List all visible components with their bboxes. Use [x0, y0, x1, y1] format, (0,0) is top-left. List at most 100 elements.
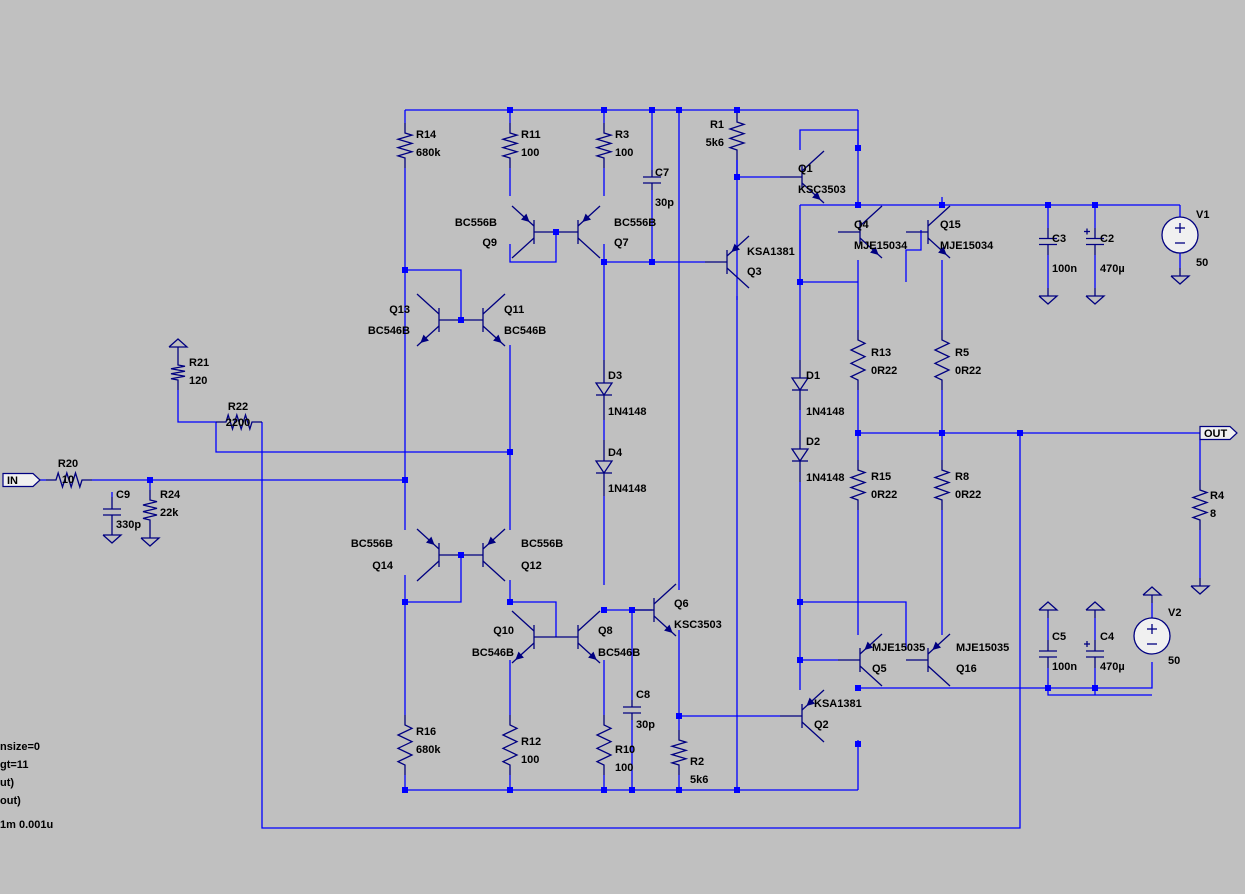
- transistor-q8[interactable]: [556, 610, 601, 664]
- capacitor-c5[interactable]: [1039, 640, 1057, 668]
- resistor-r1[interactable]: [727, 112, 747, 160]
- collector-lead: [511, 610, 535, 632]
- capacitor-c3[interactable]: [1039, 228, 1057, 255]
- transistor-q15[interactable]: [906, 205, 951, 259]
- emitter-arrow: [425, 536, 435, 545]
- emitter-lead: [927, 633, 951, 655]
- diode-d2[interactable]: [790, 430, 810, 482]
- directive-line[interactable]: ut): [0, 777, 15, 789]
- ground-symbol[interactable]: [1038, 601, 1059, 618]
- wire[interactable]: [509, 232, 557, 263]
- wire[interactable]: [800, 601, 907, 650]
- resistor-r8[interactable]: [933, 460, 951, 510]
- transistor-q10[interactable]: [511, 610, 556, 664]
- junction-dot: [1045, 202, 1051, 208]
- wire[interactable]: [405, 269, 462, 320]
- emitter-arrow: [932, 641, 942, 650]
- directive-line[interactable]: out): [0, 795, 21, 807]
- capacitor-c7[interactable]: [643, 170, 661, 190]
- wire[interactable]: [736, 160, 780, 178]
- wire[interactable]: [215, 422, 510, 453]
- ground-symbol[interactable]: [1190, 578, 1211, 595]
- directive-line[interactable]: nsize=0: [0, 741, 41, 753]
- transistor-q11[interactable]: [461, 293, 506, 347]
- value-r12: 100: [521, 754, 539, 766]
- ground-symbol[interactable]: [1085, 288, 1106, 305]
- junction-dot: [855, 145, 861, 151]
- resistor-r2[interactable]: [669, 730, 689, 775]
- transistor-q13[interactable]: [416, 293, 461, 347]
- resistor-r15[interactable]: [849, 460, 867, 510]
- wire[interactable]: [405, 555, 462, 603]
- resistor-r12[interactable]: [501, 715, 519, 775]
- capacitor-c4[interactable]: [1084, 640, 1104, 668]
- ground-symbol[interactable]: [140, 530, 161, 547]
- resistor-r14[interactable]: [395, 123, 415, 168]
- junction-dot: [734, 174, 740, 180]
- wire[interactable]: [177, 390, 216, 423]
- resistor-r20[interactable]: [46, 470, 92, 490]
- directive-line[interactable]: gt=11: [0, 759, 29, 771]
- diode-d1[interactable]: [790, 360, 810, 410]
- resistor-r3[interactable]: [594, 123, 614, 168]
- input-port[interactable]: IN: [2, 472, 41, 488]
- resistor-r16[interactable]: [396, 715, 414, 775]
- port-flag: [1199, 425, 1238, 441]
- resistor-r11[interactable]: [500, 123, 520, 168]
- voltage-source-v1[interactable]: [1161, 216, 1199, 254]
- value-r22: 2200: [226, 417, 250, 429]
- resistor-r5[interactable]: [933, 330, 951, 390]
- transistor-q14[interactable]: [416, 528, 461, 582]
- junction-dot: [676, 107, 682, 113]
- transistor-q16[interactable]: [906, 633, 951, 687]
- ground-symbol[interactable]: [168, 338, 189, 355]
- value-d4: 1N4148: [608, 483, 647, 495]
- collector-lead: [511, 237, 535, 259]
- label-r21: R21: [189, 357, 209, 369]
- directive-line[interactable]: 1m 0.001u: [0, 819, 54, 831]
- capacitor-c8[interactable]: [623, 700, 641, 720]
- capacitor-c2[interactable]: [1084, 228, 1104, 255]
- transistor-q3[interactable]: [705, 235, 750, 289]
- junction-dot: [855, 430, 861, 436]
- resistor-r21[interactable]: [170, 355, 186, 390]
- ground-symbol[interactable]: [1142, 586, 1163, 603]
- value-q5: MJE15035: [872, 642, 925, 654]
- transistor-q7[interactable]: [556, 205, 601, 259]
- label-d4: D4: [608, 447, 623, 459]
- emitter-arrow: [493, 334, 502, 343]
- transistor-q12[interactable]: [461, 528, 506, 582]
- collector-lead: [416, 293, 440, 315]
- transistor-q2[interactable]: [780, 689, 825, 743]
- resistor-r4[interactable]: [1191, 480, 1209, 530]
- voltage-source-v2[interactable]: [1133, 617, 1171, 655]
- wire[interactable]: [858, 662, 1153, 689]
- wire[interactable]: [261, 422, 1021, 829]
- transistor-q5[interactable]: [838, 633, 883, 687]
- transistor-q6[interactable]: [632, 583, 677, 637]
- wire[interactable]: [799, 129, 859, 150]
- transistor-q9[interactable]: [511, 205, 556, 259]
- diode-d3[interactable]: [594, 360, 614, 420]
- transistor-q4[interactable]: [838, 205, 883, 259]
- resistor-r24[interactable]: [142, 490, 158, 530]
- collector-lead: [577, 237, 601, 259]
- output-port[interactable]: OUT: [1199, 425, 1238, 441]
- ground-symbol[interactable]: [1170, 268, 1191, 285]
- diode-d4[interactable]: [594, 440, 614, 496]
- resistor-r10[interactable]: [595, 715, 613, 775]
- ground-symbol[interactable]: [102, 527, 123, 544]
- resistor-r22[interactable]: [216, 412, 262, 432]
- capacitor-c9[interactable]: [103, 497, 121, 527]
- wire[interactable]: [905, 230, 922, 282]
- wire[interactable]: [1047, 668, 1152, 696]
- wire[interactable]: [509, 580, 557, 637]
- ground-triangle: [1085, 295, 1106, 305]
- junction-dot: [734, 107, 740, 113]
- resistor-r13[interactable]: [849, 330, 867, 390]
- junction-dot: [649, 259, 655, 265]
- ground-symbol[interactable]: [1038, 288, 1059, 305]
- ground-symbol[interactable]: [1085, 601, 1106, 618]
- transistor-q1[interactable]: [780, 150, 825, 204]
